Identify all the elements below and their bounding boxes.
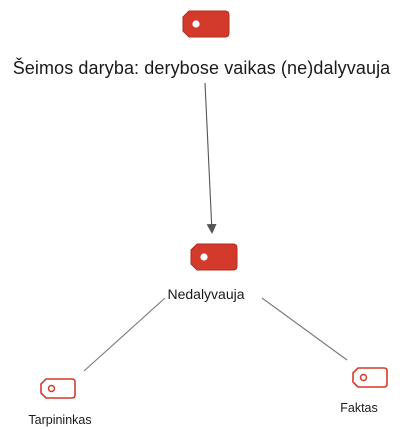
root-node-label[interactable]: Šeimos daryba: derybose vaikas (ne)dalyv… [12,58,391,78]
middle-node-label[interactable]: Nedalyvauja [167,286,245,302]
tarpininkas-node-label[interactable]: Tarpininkas [28,413,92,427]
root-tag-icon[interactable] [182,10,230,38]
edge-middle-to-tarpininkas [83,297,166,372]
faktas-node-label[interactable]: Faktas [340,401,378,415]
faktas-tag-icon[interactable] [352,367,388,388]
edge-middle-to-faktas [261,297,348,361]
tarpininkas-tag-icon[interactable] [40,378,76,399]
edge-root-to-middle [204,82,217,234]
middle-tag-icon[interactable] [190,243,238,271]
